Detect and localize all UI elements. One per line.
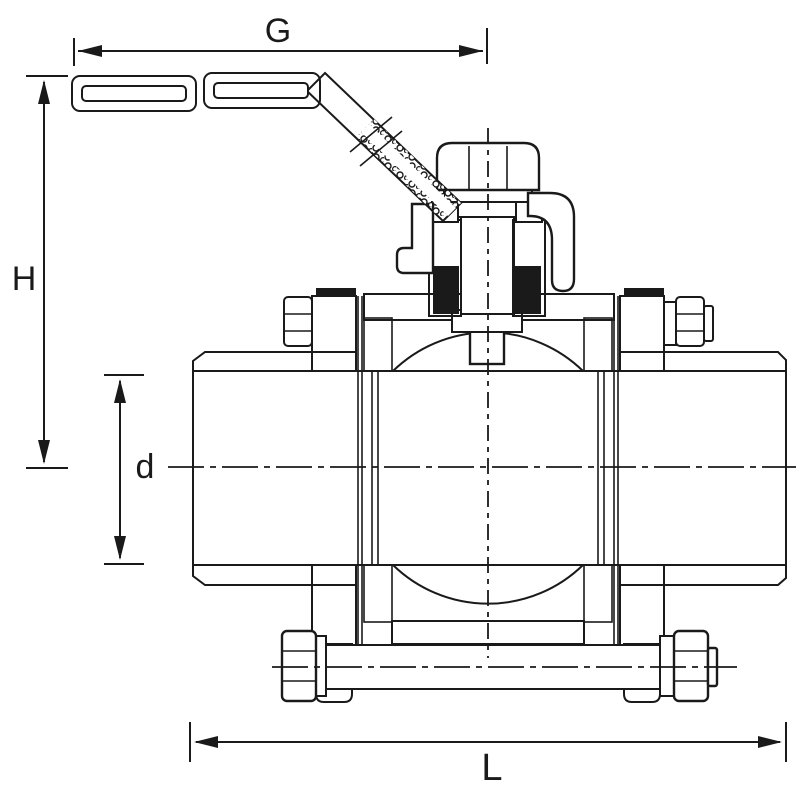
stem-tang xyxy=(468,328,506,366)
dimension-l: L xyxy=(189,722,787,789)
dimension-label-h: H xyxy=(12,260,37,298)
right-pipe xyxy=(619,351,787,586)
left-flange-bolt xyxy=(283,296,313,347)
dimension-g: G xyxy=(73,12,488,66)
packing-seal-right xyxy=(515,266,541,314)
centerlines xyxy=(168,128,796,668)
dimension-label-d: d xyxy=(136,448,155,486)
handle-grip-segment-1 xyxy=(71,75,197,112)
dimension-label-g: G xyxy=(265,12,291,50)
handle-break-mark-1 xyxy=(349,116,393,153)
right-flange-bolt xyxy=(663,296,714,347)
bolt-nut-left xyxy=(280,629,318,703)
left-flange-top-bar xyxy=(316,288,356,296)
bolt-washer-right xyxy=(659,635,675,697)
body-tie-bolt xyxy=(280,629,719,703)
bolt-nut-right xyxy=(672,629,710,703)
packing-seal-left xyxy=(433,266,459,314)
dimension-label-l: L xyxy=(481,747,502,789)
dimension-h: H xyxy=(12,75,68,469)
ball-bottom-dome xyxy=(390,564,586,605)
handle-grip-segment-2 xyxy=(203,72,321,109)
handle-bent-end xyxy=(526,191,576,293)
handle-break-mark-2 xyxy=(359,130,403,167)
left-pipe xyxy=(192,351,357,586)
valve-figure xyxy=(71,71,787,703)
right-flange-top-bar xyxy=(624,288,664,296)
stem-assembly xyxy=(428,141,546,366)
seat-gaskets xyxy=(363,317,613,623)
dimension-d: d xyxy=(104,374,155,565)
handle-stop-tab xyxy=(395,202,435,275)
body-seam-lines xyxy=(357,296,619,645)
handle-lever xyxy=(71,71,463,223)
